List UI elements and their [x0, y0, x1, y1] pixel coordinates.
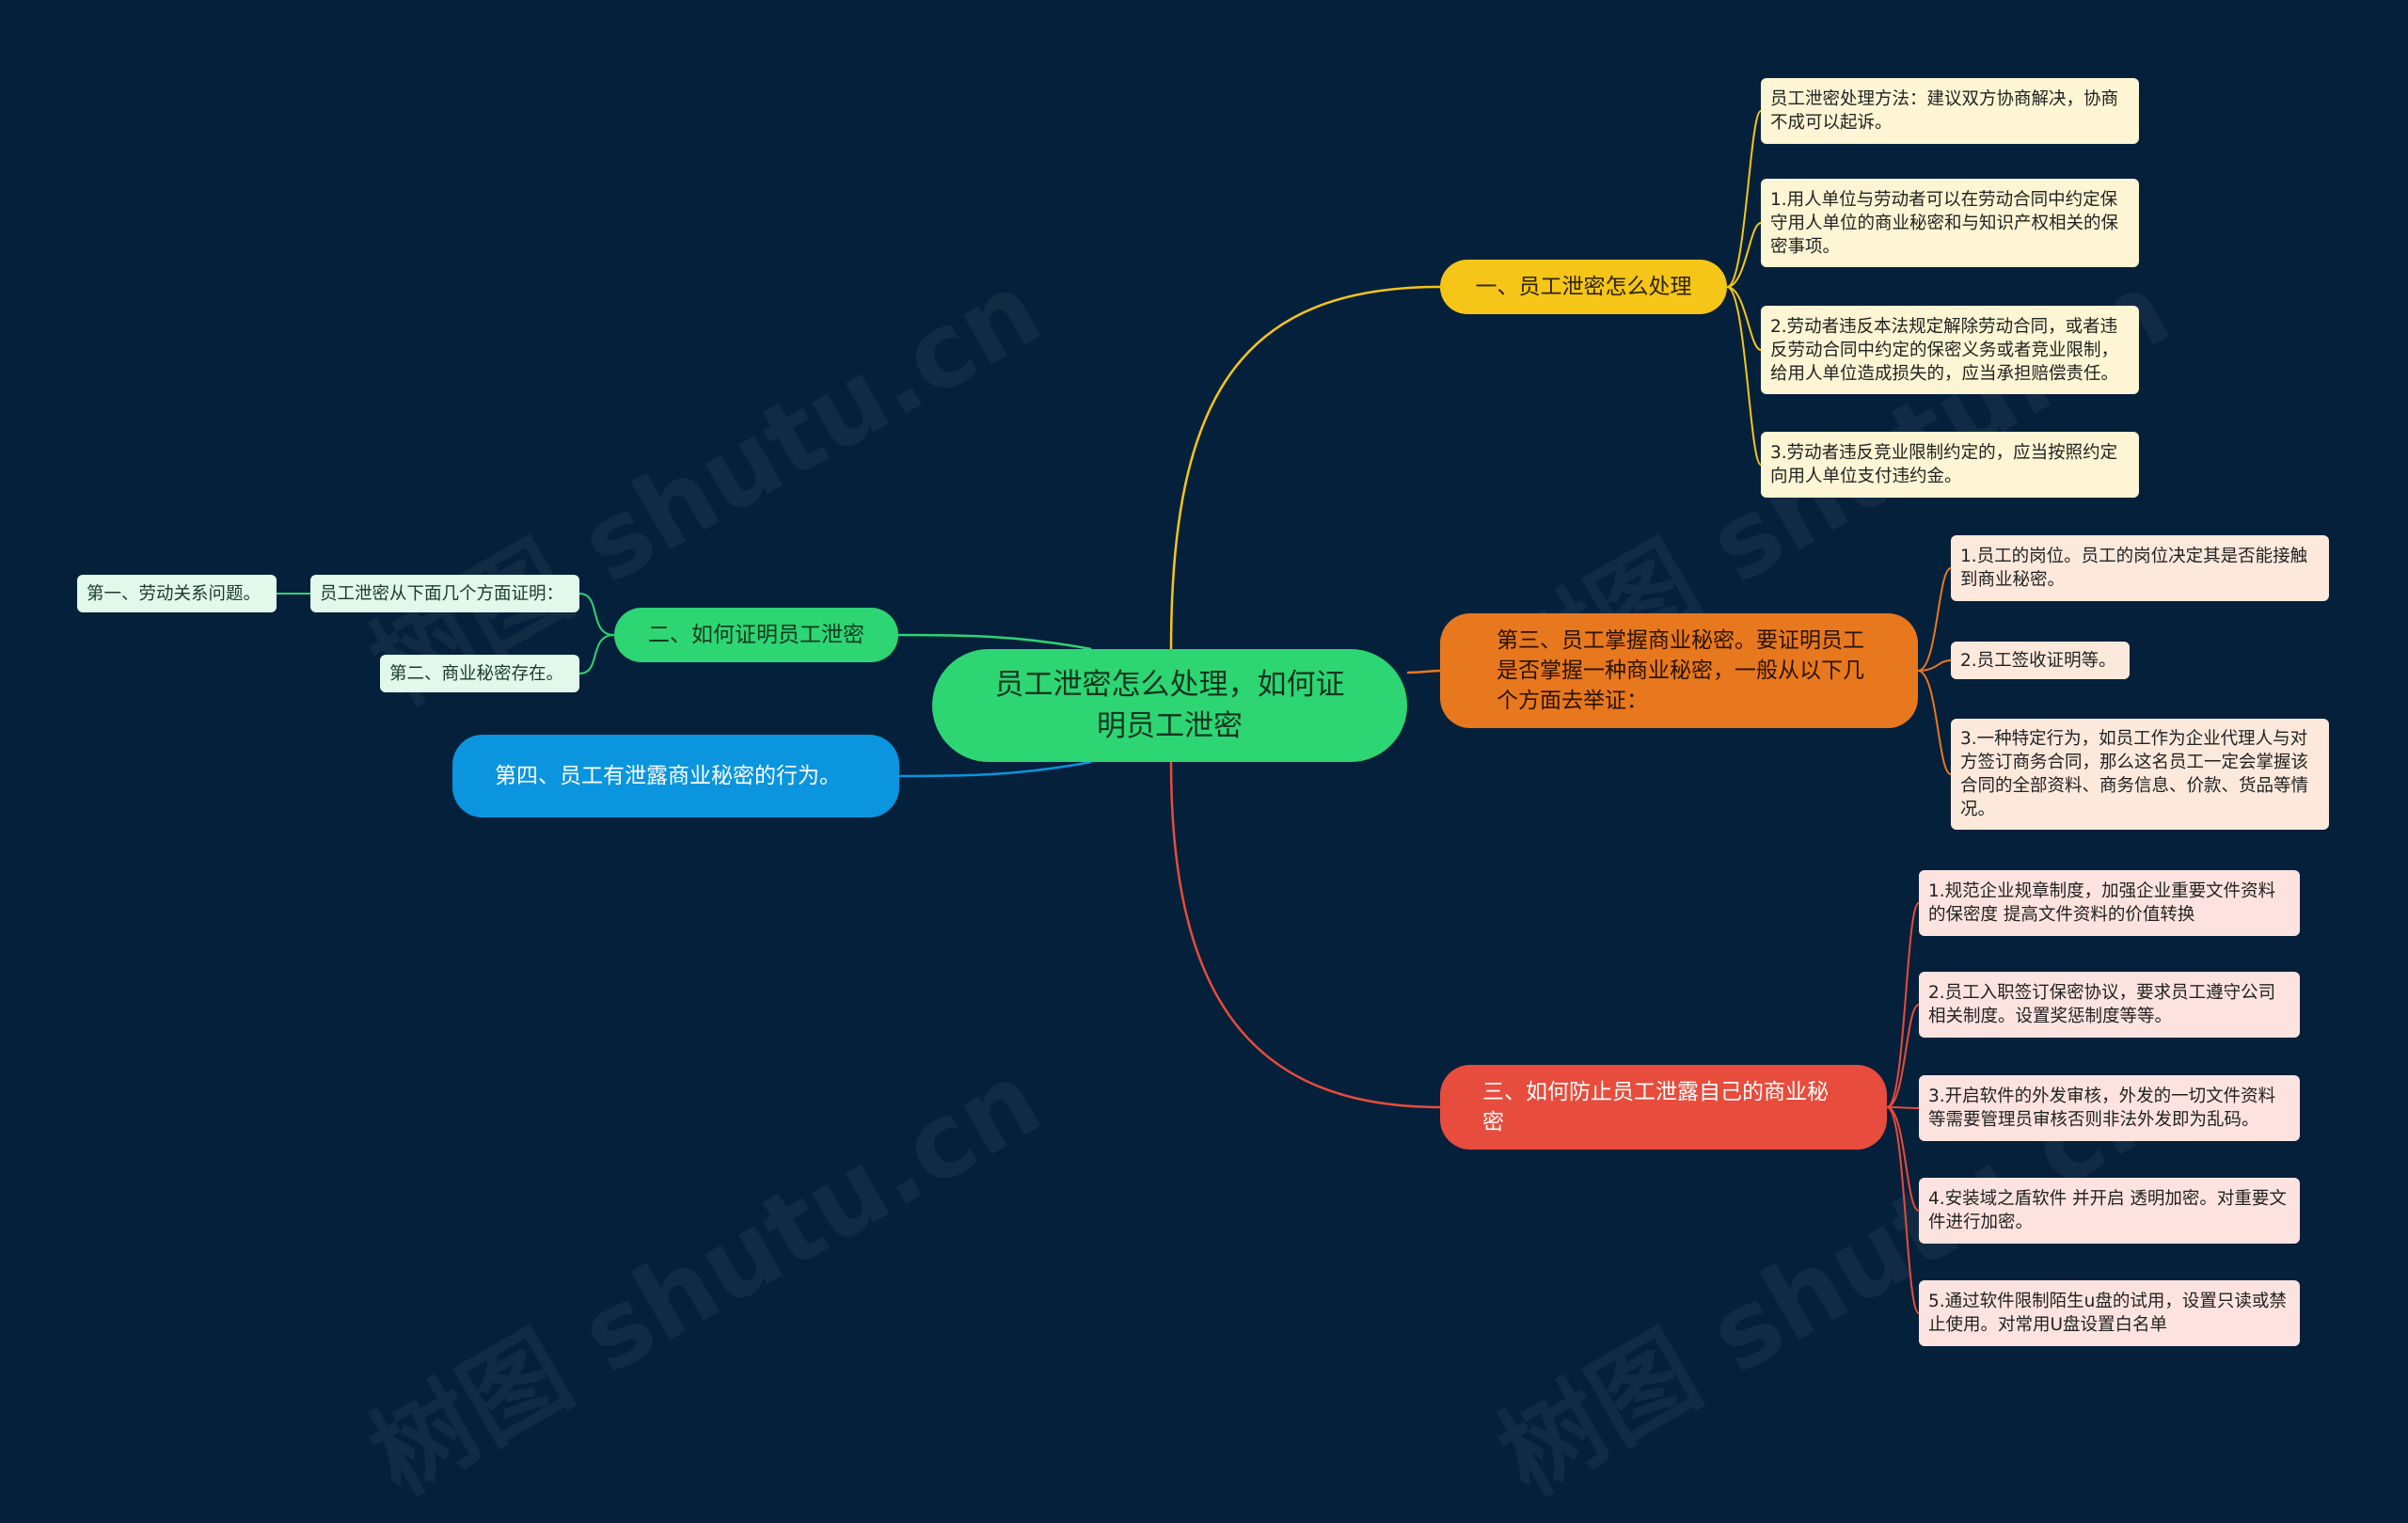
root-label: 员工泄密怎么处理，如何证明员工泄密 [994, 668, 1345, 743]
branch-label: 第三、员工掌握商业秘密。要证明员工是否掌握一种商业秘密，一般从以下几个方面去举证… [1497, 628, 1864, 713]
leaf-label: 5.通过软件限制陌生u盘的试用，设置只读或禁止使用。对常用U盘设置白名单 [1928, 1292, 2287, 1335]
leaf-node[interactable]: 1.员工的岗位。员工的岗位决定其是否能接触到商业秘密。 [1951, 535, 2329, 601]
branch-node-behavior[interactable]: 第四、员工有泄露商业秘密的行为。 [452, 735, 899, 817]
branch-label: 第四、员工有泄露商业秘密的行为。 [495, 764, 841, 788]
connector-b2-sub [578, 593, 615, 636]
leaf-label: 1.规范企业规章制度，加强企业重要文件资料的保密度 提高文件资料的价值转换 [1928, 881, 2276, 925]
leaf-label: 第一、劳动关系问题。 [87, 583, 261, 604]
leaf-label: 2.员工签收证明等。 [1960, 650, 2116, 671]
branch-label: 三、如何防止员工泄露自己的商业秘密 [1482, 1080, 1829, 1134]
leaf-label: 3.劳动者违反竞业限制约定的，应当按照约定向用人单位支付违约金。 [1770, 443, 2118, 486]
connector-b4-leaf [1886, 1106, 1920, 1314]
connector-b1-leaf [1726, 286, 1762, 351]
leaf-node[interactable]: 2.员工入职签订保密协议，要求员工遵守公司相关制度。设置奖惩制度等等。 [1919, 972, 2300, 1038]
branch-node-mastery[interactable]: 第三、员工掌握商业秘密。要证明员工是否掌握一种商业秘密，一般从以下几个方面去举证… [1440, 613, 1918, 728]
sub-node[interactable]: 员工泄密从下面几个方面证明： [310, 575, 579, 612]
leaf-label: 4.安装域之盾软件 并开启 透明加密。对重要文件进行加密。 [1928, 1189, 2287, 1232]
branch-label: 一、员工泄密怎么处理 [1475, 275, 1692, 299]
branch-node-handling[interactable]: 一、员工泄密怎么处理 [1440, 260, 1727, 314]
connector-b4-leaf [1886, 1106, 1920, 1212]
connector-b3-leaf [1917, 670, 1952, 775]
branch-label: 二、如何证明员工泄密 [648, 623, 864, 647]
connector-b3-leaf [1917, 567, 1952, 672]
leaf-label: 2.员工入职签订保密协议，要求员工遵守公司相关制度。设置奖惩制度等等。 [1928, 983, 2276, 1026]
leaf-label: 员工泄密处理方法：建议双方协商解决，协商不成可以起诉。 [1770, 89, 2119, 133]
connector-root-b2 [897, 633, 1092, 651]
connector-root-b5 [898, 760, 1092, 778]
leaf-node[interactable]: 1.规范企业规章制度，加强企业重要文件资料的保密度 提高文件资料的价值转换 [1919, 870, 2300, 936]
leaf-node[interactable]: 2.劳动者违反本法规定解除劳动合同，或者违反劳动合同中约定的保密义务或者竞业限制… [1761, 306, 2139, 394]
sub-label: 员工泄密从下面几个方面证明： [320, 583, 564, 604]
connector-b1-leaf [1726, 222, 1762, 288]
leaf-label: 3.一种特定行为，如员工作为企业代理人与对方签订商务合同，那么这名员工一定会掌握… [1960, 729, 2309, 819]
leaf-node[interactable]: 2.员工签收证明等。 [1951, 642, 2130, 679]
connector-root-b3 [1406, 669, 1441, 674]
leaf-node[interactable]: 5.通过软件限制陌生u盘的试用，设置只读或禁止使用。对常用U盘设置白名单 [1919, 1280, 2300, 1346]
leaf-node[interactable]: 3.开启软件的外发审核，外发的一切文件资料等需要管理员审核否则非法外发即为乱码。 [1919, 1075, 2300, 1141]
leaf-node[interactable]: 3.一种特定行为，如员工作为企业代理人与对方签订商务合同，那么这名员工一定会掌握… [1951, 719, 2329, 830]
leaf-label: 1.用人单位与劳动者可以在劳动合同中约定保守用人单位的商业秘密和与知识产权相关的… [1770, 189, 2119, 257]
connector-b1-leaf [1726, 286, 1762, 466]
connector-b2-sub [578, 634, 615, 674]
connector-lines [277, 110, 1952, 1314]
leaf-node[interactable]: 员工泄密处理方法：建议双方协商解决，协商不成可以起诉。 [1761, 78, 2139, 144]
connector-root-b1 [1169, 285, 1441, 650]
mindmap-canvas: 树图 shutu.cn 树图 shutu.cn 树图 shutu.cn 树图 s… [77, 78, 2329, 1517]
connector-root-b4 [1169, 761, 1441, 1109]
leaf-node[interactable]: 3.劳动者违反竞业限制约定的，应当按照约定向用人单位支付违约金。 [1761, 432, 2139, 498]
leaf-node[interactable]: 第一、劳动关系问题。 [77, 575, 277, 612]
connector-b1-leaf [1726, 110, 1762, 288]
connector-b4-leaf [1886, 1004, 1920, 1108]
connector-b4-leaf [1886, 1106, 1920, 1109]
leaf-label: 3.开启软件的外发审核，外发的一切文件资料等需要管理员审核否则非法外发即为乱码。 [1928, 1087, 2276, 1130]
leaf-label: 1.员工的岗位。员工的岗位决定其是否能接触到商业秘密。 [1960, 547, 2308, 590]
leaf-label: 2.劳动者违反本法规定解除劳动合同，或者违反劳动合同中约定的保密义务或者竞业限制… [1770, 316, 2119, 384]
branch-node-prevention[interactable]: 三、如何防止员工泄露自己的商业秘密 [1440, 1065, 1887, 1150]
branch-node-proof[interactable]: 二、如何证明员工泄密 [614, 608, 898, 662]
leaf-node[interactable]: 1.用人单位与劳动者可以在劳动合同中约定保守用人单位的商业秘密和与知识产权相关的… [1761, 179, 2139, 267]
leaf-node[interactable]: 第二、商业秘密存在。 [380, 655, 579, 692]
leaf-node[interactable]: 4.安装域之盾软件 并开启 透明加密。对重要文件进行加密。 [1919, 1178, 2300, 1244]
leaf-label: 第二、商业秘密存在。 [389, 663, 564, 684]
connector-b4-leaf [1886, 902, 1920, 1108]
root-node[interactable]: 员工泄密怎么处理，如何证明员工泄密 [932, 649, 1407, 762]
connector-b3-leaf [1917, 659, 1952, 672]
